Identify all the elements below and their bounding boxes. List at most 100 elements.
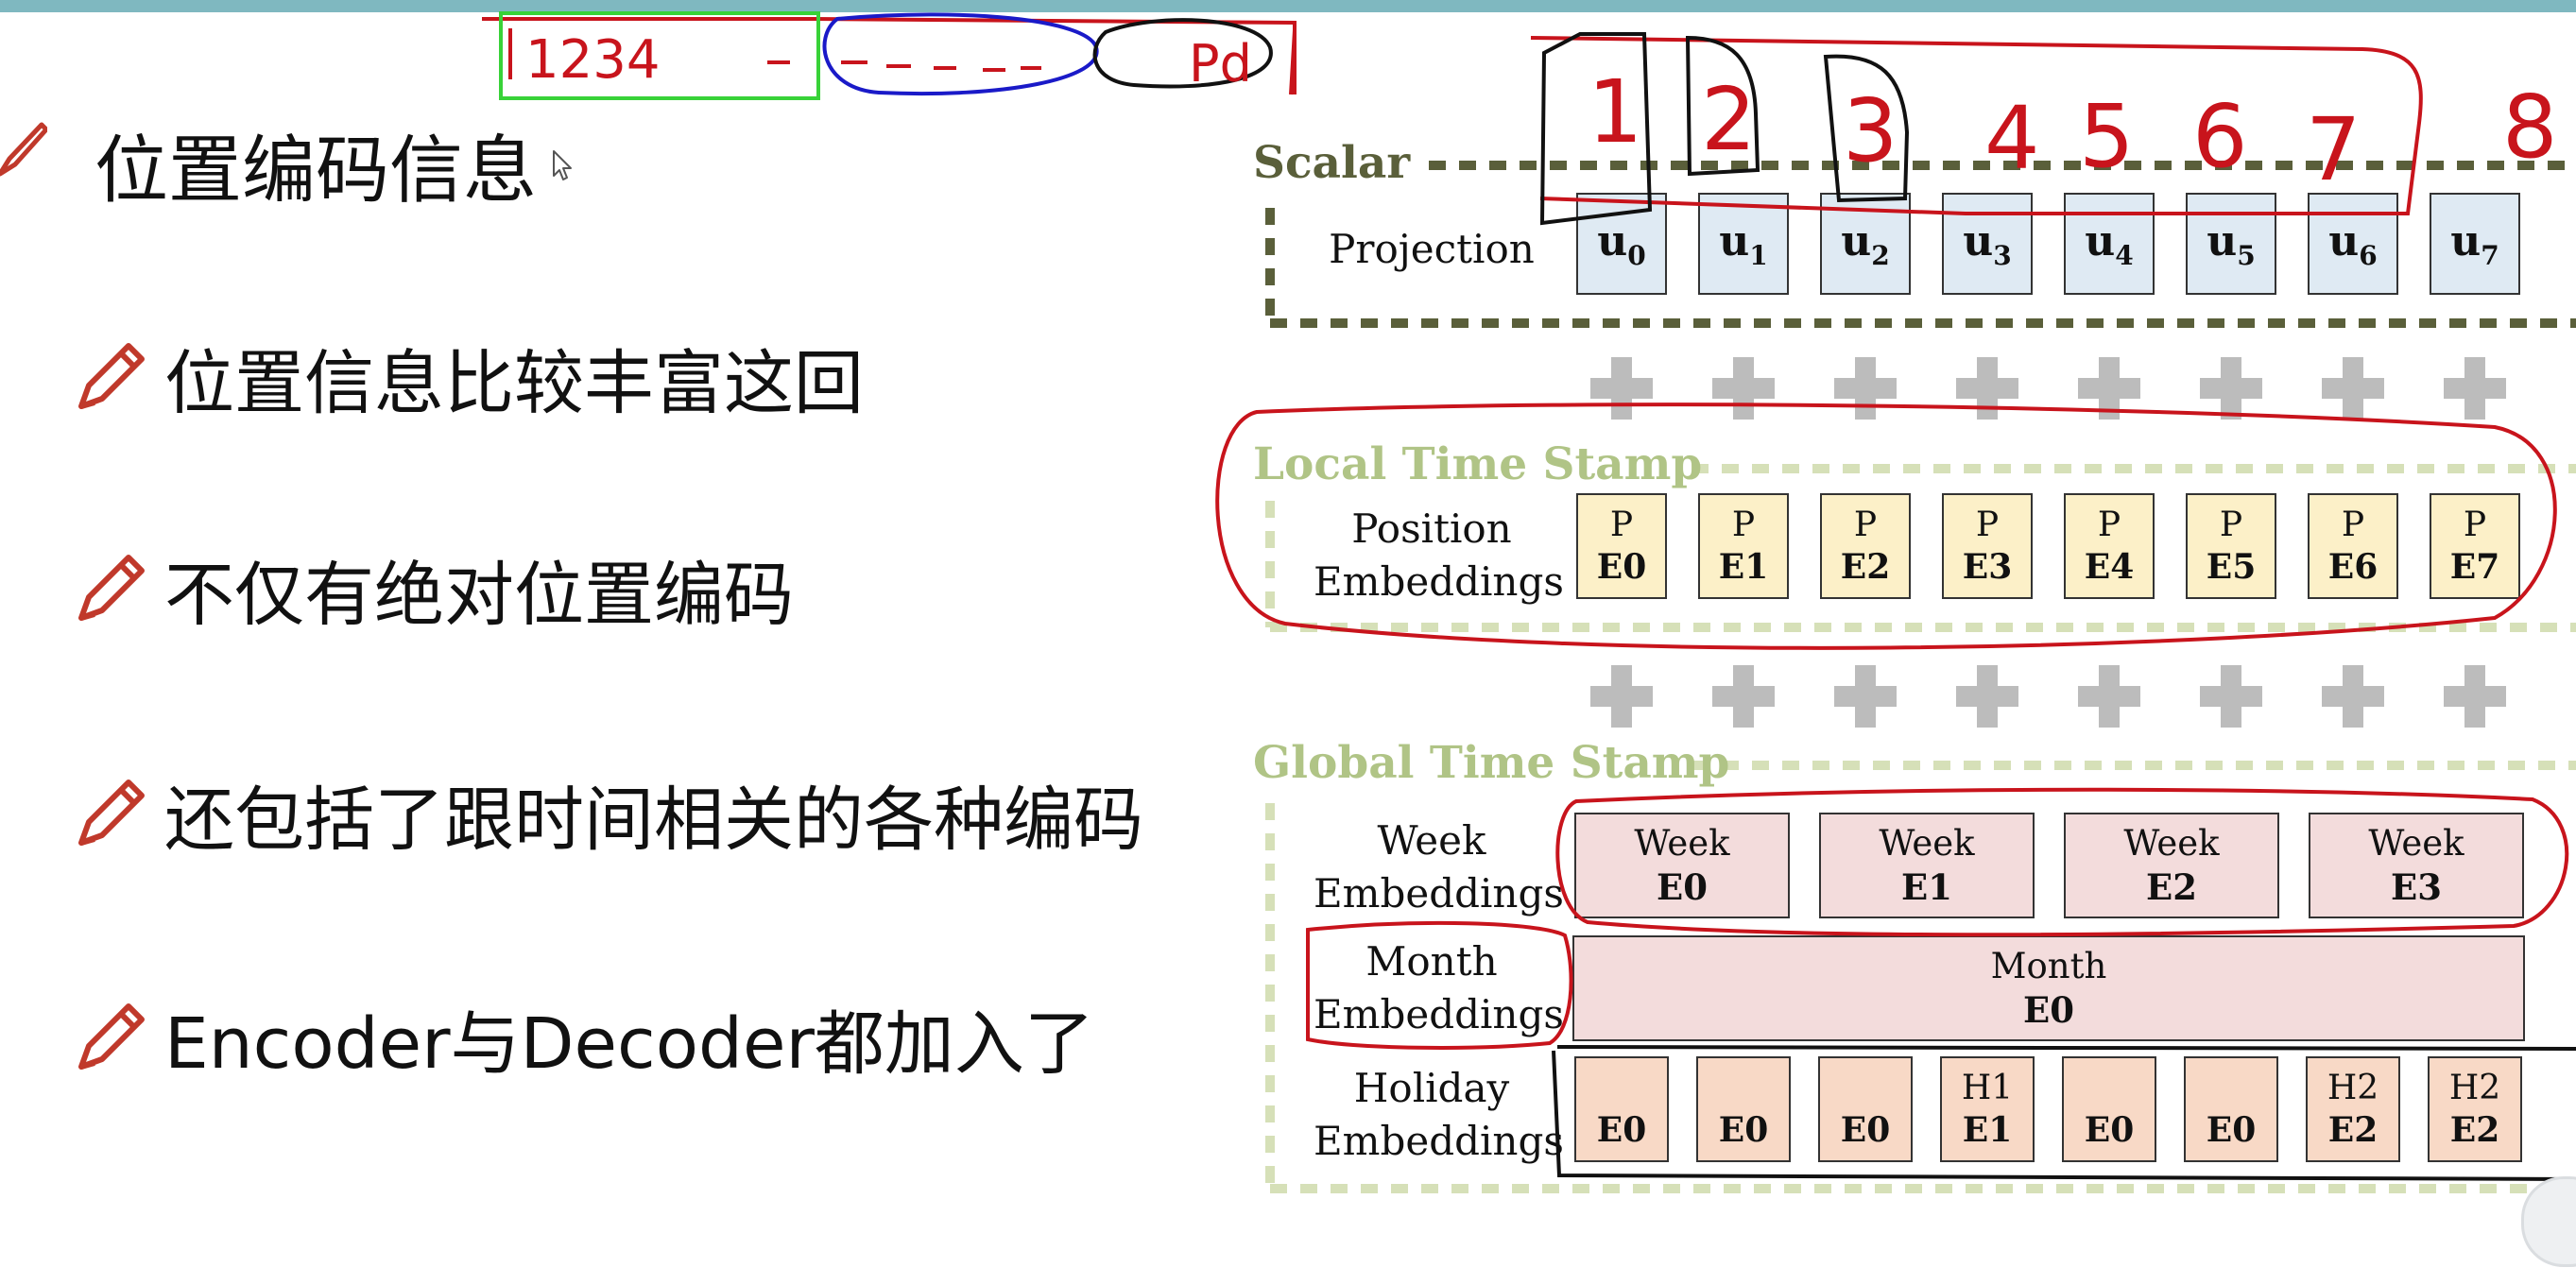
cell-top-text: P <box>1975 505 2000 544</box>
cell-text: u7 <box>2450 217 2499 271</box>
plus-icon <box>1834 665 1897 728</box>
seq-end-text: Pd <box>1189 34 1252 94</box>
projection-cell: u2 <box>1820 193 1911 295</box>
row-label-projection: Projection <box>1329 226 1535 272</box>
plus-icon <box>1956 357 2018 420</box>
cell-top-text: Week <box>2123 823 2220 864</box>
cell-top-text: P <box>2341 505 2365 544</box>
cell-bottom-text: E0 <box>1657 866 1708 908</box>
projection-cell: u1 <box>1698 193 1789 295</box>
cell-top-text: P <box>1853 505 1878 544</box>
cell-top-text: Month <box>1990 946 2107 986</box>
bullet-item: 不仅有绝对位置编码 <box>164 555 794 636</box>
cell-sub-text: 2 <box>1871 239 1890 271</box>
cell-bottom-text: E1 <box>1718 547 1769 587</box>
row-label-line: Embeddings <box>1314 870 1564 917</box>
mouse-cursor-icon <box>553 150 572 180</box>
projection-cell: u3 <box>1942 193 2033 295</box>
plus-icon <box>2444 357 2506 420</box>
bullet-item: 位置信息比较丰富这回 <box>164 343 864 424</box>
plus-icon <box>2322 665 2384 728</box>
cell-base-text: u <box>2207 216 2238 266</box>
row-label-line: Week <box>1377 817 1486 864</box>
row-label-line: Embeddings <box>1314 558 1564 605</box>
pencil-icon <box>78 343 145 409</box>
cell-sub-text: 0 <box>1627 239 1646 271</box>
cell-base-text: u <box>2450 216 2482 266</box>
cell-top-text: Week <box>1879 823 1975 864</box>
cell-bottom-text: E2 <box>2146 866 2197 908</box>
cell-bottom-text: E0 <box>2023 989 2074 1031</box>
handwritten-digit: 1 <box>1588 61 1643 163</box>
cell-base-text: u <box>1841 216 1872 266</box>
cell-base-text: u <box>2328 216 2360 266</box>
cell-sub-text: 4 <box>2115 239 2134 271</box>
cell-bottom-text: E3 <box>1962 547 2013 587</box>
cell-top-text: P <box>1731 505 1756 544</box>
cell-base-text: u <box>1719 216 1750 266</box>
cell-bottom-text: E2 <box>2327 1110 2379 1150</box>
cell-bottom-text: E0 <box>1596 1110 1647 1150</box>
handwritten-digit: 5 <box>2079 86 2135 187</box>
cell-sub-text: 5 <box>2237 239 2256 271</box>
row-label-line: Holiday <box>1353 1065 1510 1111</box>
cell-top-text: P <box>2097 505 2121 544</box>
plus-icon <box>2078 357 2140 420</box>
cell-top-text: Week <box>2368 823 2464 864</box>
row-label-holiday-embeddings: Holiday Embeddings <box>1314 1062 1564 1168</box>
cell-bottom-text: E0 <box>2206 1110 2257 1150</box>
plus-icon <box>2444 665 2506 728</box>
bullet-item: 还包括了跟时间相关的各种编码 <box>164 780 1143 861</box>
cell-bottom-text: E7 <box>2449 547 2500 587</box>
cell-text: u0 <box>1597 217 1645 271</box>
bullet-main: 位置编码信息 <box>94 128 538 214</box>
cell-text: u2 <box>1841 217 1889 271</box>
projection-cell: u4 <box>2064 193 2155 295</box>
cell-top-text: H1 <box>1961 1069 2014 1107</box>
holiday-embedding-cell: E0 <box>1696 1056 1791 1162</box>
cell-top-text: P <box>2219 505 2243 544</box>
cell-top-text: P <box>2463 505 2487 544</box>
month-embedding-cell: Month E0 <box>1572 935 2525 1041</box>
holiday-embedding-cell: E0 <box>2184 1056 2278 1162</box>
cell-sub-text: 6 <box>2359 239 2378 271</box>
cell-sub-text: 3 <box>1993 239 2012 271</box>
cell-text: u1 <box>1719 217 1767 271</box>
row-label-line: Position <box>1351 505 1512 552</box>
handwritten-digit: 7 <box>2306 99 2361 200</box>
cell-sub-text: 1 <box>1749 239 1768 271</box>
cell-top-text: Week <box>1634 823 1730 864</box>
cell-base-text: u <box>1963 216 1994 266</box>
cell-bottom-text: E0 <box>1840 1110 1891 1150</box>
handwritten-digit: 4 <box>1984 88 2040 189</box>
cell-bottom-text: E2 <box>1840 547 1891 587</box>
cell-base-text: u <box>2085 216 2116 266</box>
holiday-embedding-cell: E0 <box>2062 1056 2156 1162</box>
cell-text: u5 <box>2207 217 2255 271</box>
cell-top-text: H2 <box>2327 1069 2379 1107</box>
pencil-icon <box>78 780 145 846</box>
holiday-embedding-cell: E0 <box>1818 1056 1913 1162</box>
handwritten-digit: 2 <box>1701 69 1757 170</box>
bullet-item: Encoder与Decoder都加入了 <box>164 1003 1094 1085</box>
row-label-line: Embeddings <box>1314 1118 1564 1164</box>
projection-cell: u7 <box>2430 193 2520 295</box>
plus-icon <box>1712 357 1775 420</box>
cell-text: u3 <box>1963 217 2011 271</box>
plus-icon <box>1834 357 1897 420</box>
row-label-line: Embeddings <box>1314 991 1564 1037</box>
handwritten-digit: 8 <box>2502 77 2558 178</box>
handwritten-digit: 6 <box>2192 86 2248 187</box>
player-control-icon[interactable] <box>2521 1176 2576 1267</box>
handwritten-digit: 3 <box>1843 80 1898 181</box>
cell-top-text: H2 <box>2448 1069 2501 1107</box>
